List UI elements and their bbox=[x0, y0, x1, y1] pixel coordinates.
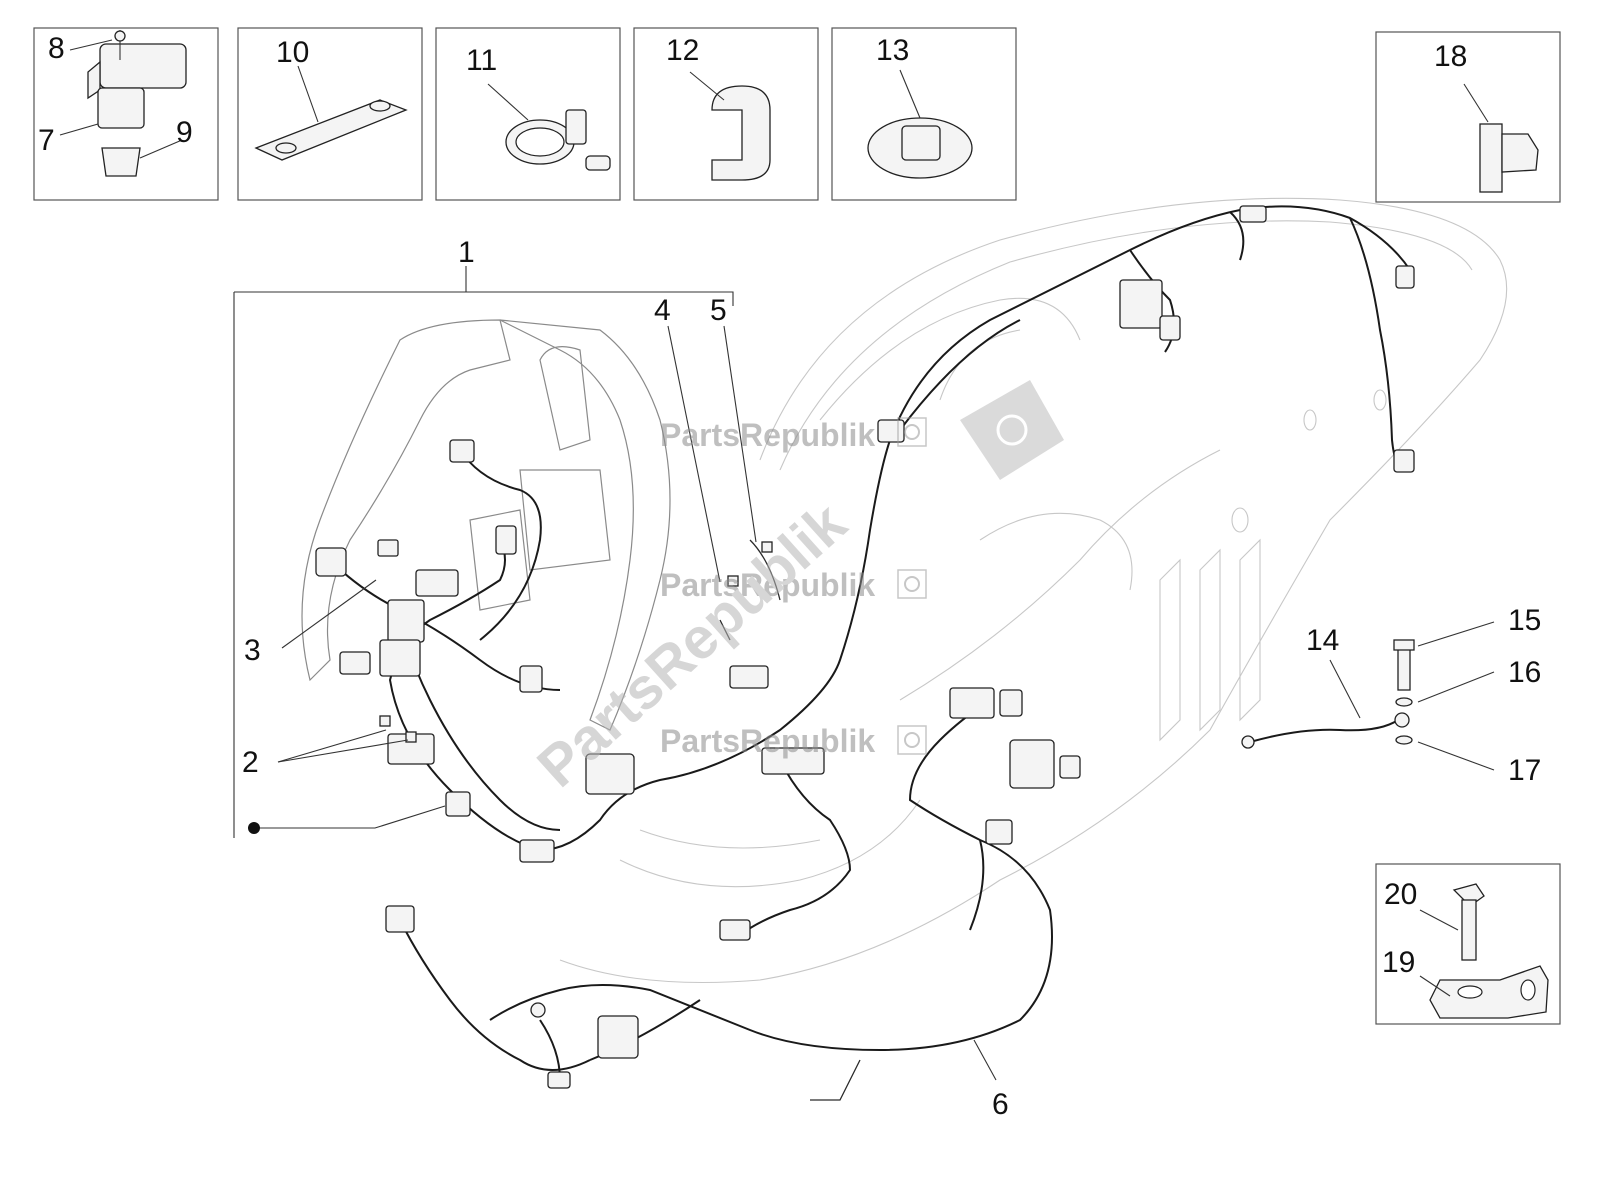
logo-badge-icon bbox=[960, 380, 1064, 480]
callout-19: 19 bbox=[1382, 946, 1415, 979]
scooter-body-outline bbox=[559, 197, 1508, 984]
callout-8: 8 bbox=[48, 32, 65, 65]
item-1-group-box: 1 bbox=[233, 236, 734, 838]
watermark-label-3: PartsRepublik bbox=[660, 723, 875, 759]
part-box-18: 18 bbox=[1375, 31, 1561, 203]
callout-16: 16 bbox=[1508, 656, 1541, 689]
part-box-10: 10 bbox=[237, 27, 423, 201]
watermark: PartsRepublik PartsRepublik PartsRepubli… bbox=[525, 380, 1064, 800]
callout-13: 13 bbox=[876, 34, 909, 67]
connectors bbox=[315, 205, 1415, 1089]
callout-14: 14 bbox=[1306, 624, 1339, 657]
part-box-13: 13 bbox=[831, 27, 1017, 201]
callout-17: 17 bbox=[1508, 754, 1541, 787]
callout-9: 9 bbox=[176, 116, 193, 149]
callout-20: 20 bbox=[1384, 878, 1417, 911]
callout-5: 5 bbox=[710, 294, 727, 327]
watermark-label-1: PartsRepublik bbox=[660, 417, 875, 453]
watermark-label-2: PartsRepublik bbox=[660, 567, 875, 603]
callout-7: 7 bbox=[38, 124, 55, 157]
callout-3: 3 bbox=[244, 634, 261, 667]
main-callouts: 4 5 3 2 6 bbox=[242, 294, 1009, 1121]
part-box-11: 11 bbox=[435, 27, 621, 201]
callout-2: 2 bbox=[242, 746, 259, 779]
group-bullet bbox=[248, 822, 260, 834]
earth-strap-assembly: 14 15 16 17 bbox=[1241, 604, 1541, 787]
callout-1: 1 bbox=[458, 236, 475, 269]
callout-4: 4 bbox=[654, 294, 671, 327]
callout-15: 15 bbox=[1508, 604, 1541, 637]
callout-6: 6 bbox=[992, 1088, 1009, 1121]
callout-10: 10 bbox=[276, 36, 309, 69]
part-box-7-8-9: 8 7 9 bbox=[33, 27, 219, 201]
part-box-12: 12 bbox=[633, 27, 819, 201]
callout-11: 11 bbox=[466, 44, 497, 77]
part-box-19-20: 20 19 bbox=[1375, 863, 1561, 1025]
gear-icon bbox=[897, 417, 927, 755]
callout-18: 18 bbox=[1434, 40, 1467, 73]
callout-12: 12 bbox=[666, 34, 699, 67]
